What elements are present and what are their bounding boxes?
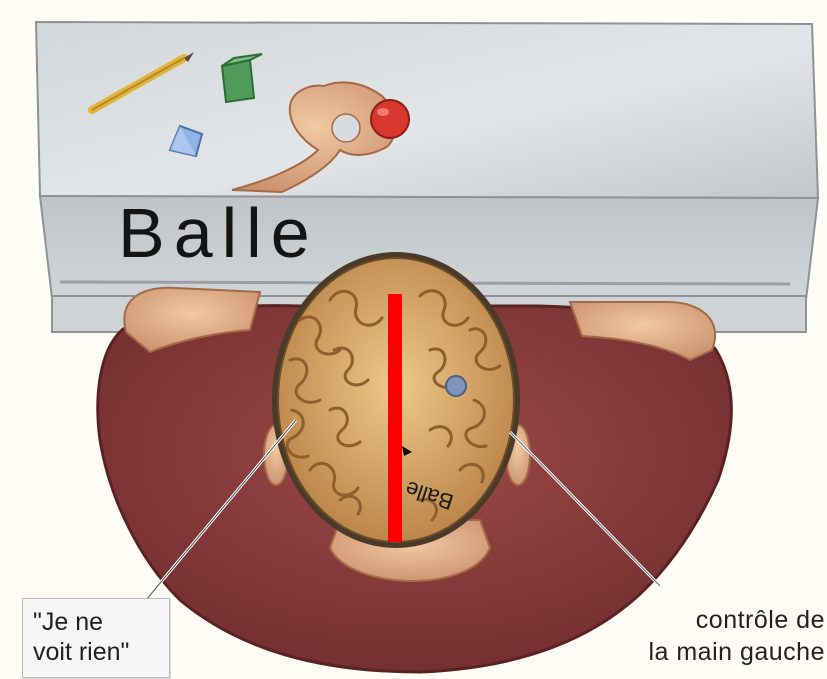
control-caption: contrôle de la main gauche — [648, 604, 825, 668]
control-caption-line1: contrôle de — [648, 604, 825, 636]
ball-icon — [371, 100, 409, 138]
control-caption-line2: la main gauche — [648, 636, 825, 668]
speech-caption-line1: "Je ne — [23, 607, 169, 637]
speech-caption-line2: voit rien" — [23, 637, 169, 667]
screen-word: Balle — [118, 198, 319, 268]
speech-caption: "Je ne voit rien" — [22, 598, 170, 678]
divider-line — [388, 294, 402, 542]
